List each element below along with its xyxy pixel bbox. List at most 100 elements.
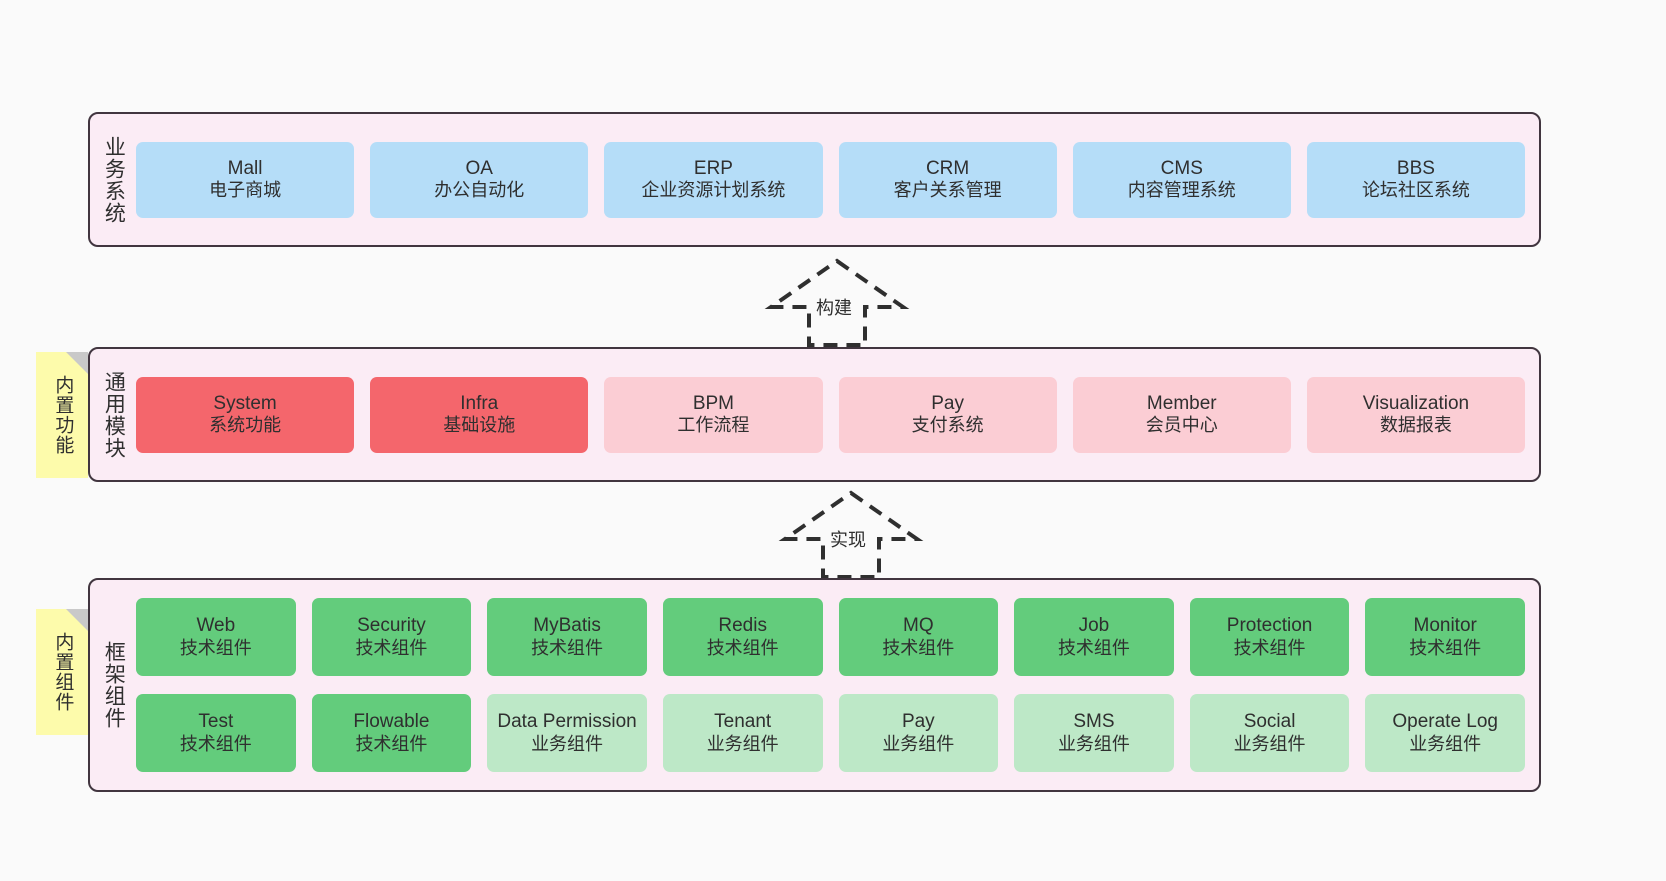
node-bbs[interactable]: BBS 论坛社区系统 [1306, 141, 1526, 218]
sticky-note-builtin-components: 内置组件 [36, 609, 88, 735]
node-pay-component-en: Pay [901, 711, 935, 733]
node-system-en: System [213, 392, 277, 414]
layer-business-system: 业务系统 Mall 电子商城 OA 办公自动化 ERP 企业资源计划系统 CRM… [88, 112, 1541, 247]
node-mybatis-en: MyBatis [533, 615, 601, 637]
node-web-en: Web [196, 615, 236, 637]
node-flowable[interactable]: Flowable 技术组件 [311, 694, 472, 772]
node-data-permission[interactable]: Data Permission 业务组件 [487, 694, 647, 772]
node-operate-log-cn: 业务组件 [1409, 733, 1482, 754]
node-mq-cn: 技术组件 [882, 637, 955, 658]
node-infra[interactable]: Infra 基础设施 [370, 376, 589, 453]
node-member-en: Member [1146, 392, 1217, 414]
dashed-up-arrow-icon [764, 258, 910, 347]
node-sms[interactable]: SMS 业务组件 [1014, 694, 1174, 772]
layer-framework-component-title: 框架组件 [102, 641, 126, 729]
node-erp-cn: 企业资源计划系统 [641, 180, 786, 201]
business-system-row: Mall 电子商城 OA 办公自动化 ERP 企业资源计划系统 CRM 客户关系… [136, 141, 1526, 218]
node-crm-cn: 客户关系管理 [893, 180, 1002, 201]
node-crm[interactable]: CRM 客户关系管理 [838, 141, 1057, 218]
node-bpm[interactable]: BPM 工作流程 [604, 376, 823, 453]
node-visualization-en: Visualization [1362, 392, 1470, 414]
node-infra-cn: 基础设施 [443, 415, 516, 436]
common-module-row: System 系统功能 Infra 基础设施 BPM 工作流程 Pay 支付系统… [136, 376, 1526, 453]
node-crm-en: CRM [925, 157, 970, 179]
node-mybatis[interactable]: MyBatis 技术组件 [487, 598, 647, 676]
node-protection-cn: 技术组件 [1233, 637, 1306, 658]
dashed-up-arrow-icon [778, 490, 924, 579]
node-test-en: Test [198, 711, 234, 733]
connector-implement-label: 实现 [830, 530, 866, 550]
sticky-note-builtin-features-label: 内置功能 [52, 375, 74, 455]
node-security-en: Security [357, 615, 426, 637]
node-redis-cn: 技术组件 [706, 637, 779, 658]
node-operate-log-en: Operate Log [1392, 711, 1498, 733]
node-job-cn: 技术组件 [1057, 637, 1130, 658]
node-mq-en: MQ [903, 615, 934, 637]
node-pay-module-cn: 支付系统 [911, 415, 984, 436]
node-social-en: Social [1243, 711, 1296, 733]
node-oa-cn: 办公自动化 [434, 180, 525, 201]
layer-common-module-title: 通用模块 [102, 370, 126, 459]
layer-common-module-body: System 系统功能 Infra 基础设施 BPM 工作流程 Pay 支付系统… [136, 349, 1539, 480]
node-job-en: Job [1078, 615, 1110, 637]
node-redis[interactable]: Redis 技术组件 [662, 598, 823, 676]
node-bbs-cn: 论坛社区系统 [1361, 180, 1470, 201]
node-mall-en: Mall [227, 157, 263, 179]
node-mall[interactable]: Mall 电子商城 [136, 141, 355, 218]
node-social[interactable]: Social 业务组件 [1189, 694, 1350, 772]
node-tenant-cn: 业务组件 [706, 733, 779, 754]
connector-build-label: 构建 [816, 298, 852, 318]
node-sms-cn: 业务组件 [1057, 733, 1130, 754]
node-mybatis-cn: 技术组件 [531, 637, 604, 658]
node-oa-en: OA [465, 157, 493, 179]
layer-business-system-title: 业务系统 [102, 135, 126, 224]
node-mq[interactable]: MQ 技术组件 [838, 598, 999, 676]
node-test[interactable]: Test 技术组件 [136, 694, 296, 772]
sticky-fold-corner-icon [66, 352, 88, 374]
node-social-cn: 业务组件 [1233, 733, 1306, 754]
connector-implement-arrow-icon: 实现 [766, 487, 936, 579]
node-test-cn: 技术组件 [179, 733, 252, 754]
node-member[interactable]: Member 会员中心 [1072, 376, 1291, 453]
node-redis-en: Redis [718, 615, 767, 637]
node-pay-module[interactable]: Pay 支付系统 [838, 376, 1057, 453]
node-mall-cn: 电子商城 [209, 180, 282, 201]
node-member-cn: 会员中心 [1145, 415, 1218, 436]
node-oa[interactable]: OA 办公自动化 [370, 141, 589, 218]
node-tenant[interactable]: Tenant 业务组件 [662, 694, 823, 772]
node-security-cn: 技术组件 [355, 637, 428, 658]
node-system[interactable]: System 系统功能 [136, 376, 355, 453]
node-bpm-cn: 工作流程 [677, 415, 750, 436]
node-data-permission-en: Data Permission [497, 711, 637, 733]
node-visualization-cn: 数据报表 [1379, 415, 1452, 436]
layer-framework-component-body: Web 技术组件 Security 技术组件 MyBatis 技术组件 Redi… [136, 580, 1539, 790]
framework-tech-component-row: Web 技术组件 Security 技术组件 MyBatis 技术组件 Redi… [136, 598, 1525, 676]
node-erp[interactable]: ERP 企业资源计划系统 [604, 141, 823, 218]
node-cms-cn: 内容管理系统 [1127, 180, 1236, 201]
node-flowable-en: Flowable [353, 711, 430, 733]
layer-framework-component: 框架组件 Web 技术组件 Security 技术组件 MyBatis 技术组件… [88, 578, 1541, 792]
node-protection[interactable]: Protection 技术组件 [1189, 598, 1350, 676]
node-cms-en: CMS [1160, 157, 1203, 179]
node-erp-en: ERP [693, 157, 733, 179]
connector-build-arrow-icon: 构建 [752, 255, 922, 347]
node-job[interactable]: Job 技术组件 [1014, 598, 1174, 676]
sticky-fold-corner-icon [66, 609, 88, 631]
node-monitor[interactable]: Monitor 技术组件 [1365, 598, 1525, 676]
node-pay-component-cn: 业务组件 [882, 733, 955, 754]
node-web[interactable]: Web 技术组件 [136, 598, 296, 676]
node-security[interactable]: Security 技术组件 [311, 598, 472, 676]
node-cms[interactable]: CMS 内容管理系统 [1072, 141, 1291, 218]
node-bbs-en: BBS [1396, 157, 1435, 179]
node-operate-log[interactable]: Operate Log 业务组件 [1365, 694, 1525, 772]
node-visualization[interactable]: Visualization 数据报表 [1306, 376, 1526, 453]
node-flowable-cn: 技术组件 [355, 733, 428, 754]
node-monitor-en: Monitor [1413, 615, 1477, 637]
node-pay-component[interactable]: Pay 业务组件 [838, 694, 999, 772]
node-data-permission-cn: 业务组件 [531, 733, 604, 754]
node-web-cn: 技术组件 [179, 637, 252, 658]
node-bpm-en: BPM [692, 392, 735, 414]
framework-business-component-row: Test 技术组件 Flowable 技术组件 Data Permission … [136, 694, 1525, 772]
sticky-note-builtin-features: 内置功能 [36, 352, 88, 478]
